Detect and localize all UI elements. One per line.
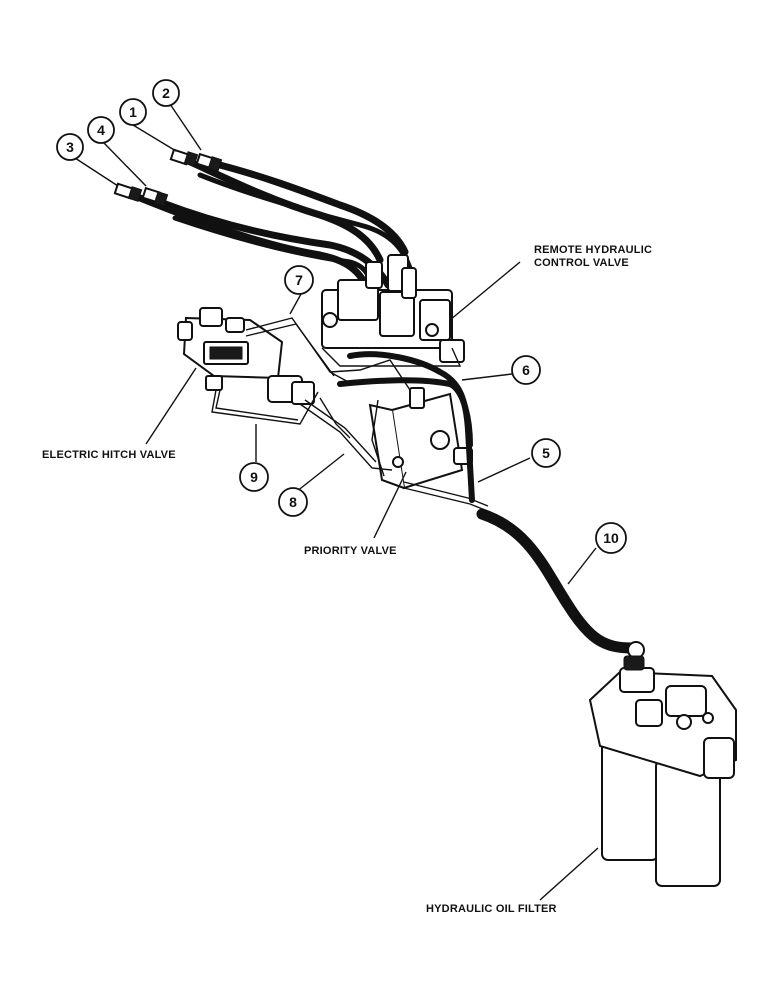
hose-5-6	[337, 351, 475, 503]
callout-8-text: 8	[289, 494, 297, 510]
callout-3: 3	[56, 133, 84, 161]
electric-hitch-valve-label: ELECTRIC HITCH VALVE	[42, 449, 176, 461]
remote-hydraulic-control-valve	[321, 254, 465, 367]
coupler-2	[195, 152, 223, 172]
callout-10-text: 10	[603, 530, 619, 546]
callout-7: 7	[284, 265, 314, 295]
coupler-4	[141, 186, 169, 207]
callout-7-text: 7	[295, 272, 303, 288]
callout-6-text: 6	[522, 362, 530, 378]
leader-lines	[74, 103, 599, 901]
electric-hitch-valve	[177, 307, 315, 405]
hydraulic-oil-filter	[588, 655, 737, 887]
callout-2: 2	[152, 79, 180, 107]
callout-5: 5	[531, 438, 561, 468]
callout-10: 10	[595, 522, 627, 554]
callout-9-text: 9	[250, 469, 258, 485]
callout-1-text: 1	[129, 104, 137, 120]
steel-tubes	[211, 317, 491, 513]
coupler-1	[169, 148, 199, 167]
hose-bundle	[131, 156, 413, 299]
remote-valve-label-line2: CONTROL VALVE	[534, 257, 629, 269]
callout-5-text: 5	[542, 445, 550, 461]
hose-10	[476, 508, 645, 659]
callout-3-text: 3	[66, 139, 74, 155]
priority-valve-label: PRIORITY VALVE	[304, 545, 397, 557]
callout-4-text: 4	[97, 122, 105, 138]
coupler-3	[113, 182, 143, 202]
callout-4: 4	[87, 116, 115, 144]
callout-8: 8	[278, 487, 308, 517]
remote-valve-label-line1: REMOTE HYDRAULIC	[534, 244, 652, 256]
callout-1: 1	[119, 98, 147, 126]
callout-2-text: 2	[162, 85, 170, 101]
hydraulic-oil-filter-label: HYDRAULIC OIL FILTER	[426, 903, 557, 915]
callout-6: 6	[511, 355, 541, 385]
callout-9: 9	[239, 462, 269, 492]
priority-valve	[368, 387, 473, 490]
